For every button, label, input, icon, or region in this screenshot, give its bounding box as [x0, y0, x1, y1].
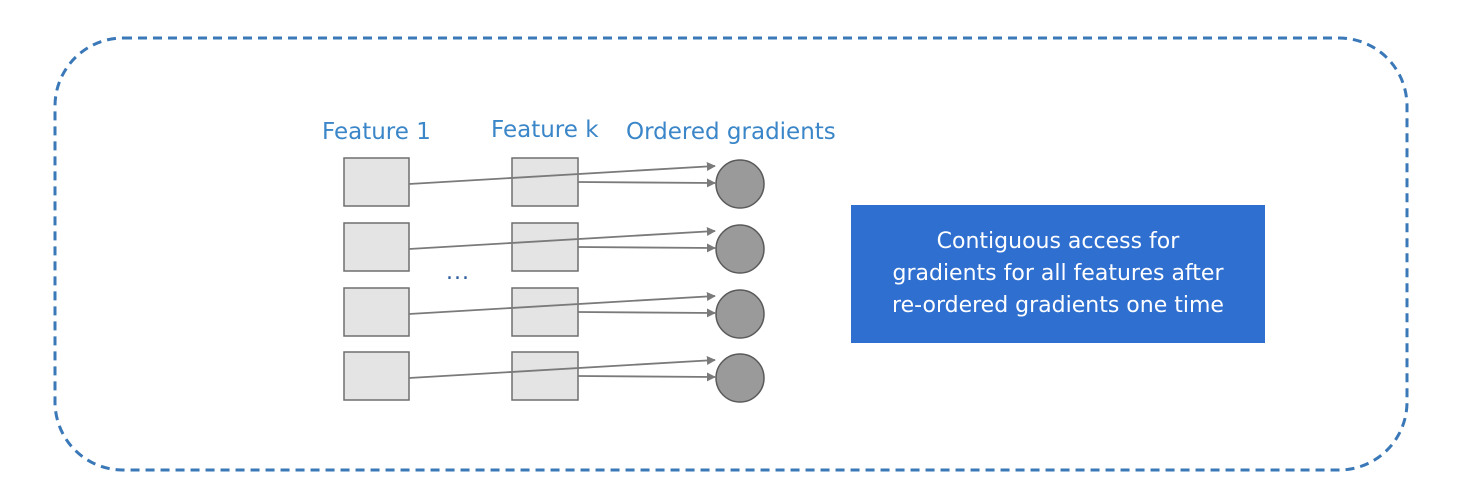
- feature-1-box-4: [343, 351, 410, 401]
- feature-k-box-3: [511, 287, 579, 337]
- arrow-feature-1-to-gradient-1: [408, 161, 716, 185]
- dashed-frame: [53, 36, 1409, 472]
- feature-k-label: Feature k: [491, 117, 599, 143]
- arrow-feature-1-to-gradient-3: [408, 291, 716, 315]
- gradient-circle-3: [715, 289, 765, 339]
- gradient-circle-4: [715, 353, 765, 403]
- feature-1-box-1: [343, 157, 410, 207]
- ellipsis: ...: [446, 260, 470, 285]
- gradient-circle-2: [715, 224, 765, 274]
- feature-1-label: Feature 1: [322, 119, 431, 145]
- arrow-feature-k-to-gradient-1: [577, 178, 716, 188]
- arrow-feature-k-to-gradient-2: [577, 243, 716, 253]
- feature-k-box-2: [511, 222, 579, 272]
- callout-text: Contiguous access for gradients for all …: [892, 229, 1224, 318]
- arrow-feature-k-to-gradient-4: [577, 372, 716, 382]
- feature-k-box-4: [511, 351, 579, 401]
- gradient-circle-1: [715, 159, 765, 209]
- ordered-gradients-label: Ordered gradients: [626, 119, 836, 145]
- feature-k-box-1: [511, 157, 579, 207]
- arrow-feature-1-to-gradient-4: [408, 355, 716, 379]
- callout-box: Contiguous access for gradients for all …: [851, 205, 1265, 343]
- rows-layer: [343, 157, 765, 403]
- feature-1-box-2: [343, 222, 410, 272]
- arrow-feature-k-to-gradient-3: [577, 308, 716, 318]
- feature-1-box-3: [343, 287, 410, 337]
- arrow-feature-1-to-gradient-2: [408, 226, 716, 250]
